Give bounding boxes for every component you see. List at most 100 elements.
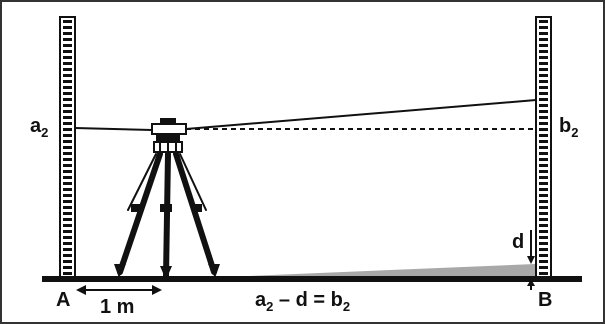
staff-tick — [539, 188, 548, 191]
sight-line-a — [74, 127, 153, 131]
staff-tick — [539, 212, 548, 215]
staff-tick — [63, 170, 72, 173]
staff-tick — [63, 206, 72, 209]
staff-tick — [63, 50, 72, 53]
staff-tick — [539, 122, 548, 125]
staff-tick — [63, 248, 72, 251]
staff-tick — [63, 134, 72, 137]
staff-tick — [63, 80, 72, 83]
staff-tick — [63, 152, 72, 155]
level-instrument — [151, 118, 187, 153]
staff-tick — [63, 26, 72, 29]
staff-tick — [539, 62, 548, 65]
staff-tick — [63, 122, 72, 125]
staff-tick — [63, 176, 72, 179]
staff-tick — [63, 200, 72, 203]
staff-tick — [63, 74, 72, 77]
staff-tick — [539, 104, 548, 107]
staff-tick — [539, 68, 548, 71]
staff-tick — [63, 62, 72, 65]
staff-tick — [539, 20, 548, 23]
sight-line-b-tilted — [185, 99, 537, 130]
label-one-meter: 1 m — [100, 296, 134, 318]
staff-tick — [539, 218, 548, 221]
staff-tick — [539, 110, 548, 113]
ground-slope-wedge — [200, 264, 535, 278]
staff-tick — [63, 224, 72, 227]
staff-tick — [539, 254, 548, 257]
staff-tick — [63, 140, 72, 143]
staff-tick — [539, 164, 548, 167]
staff-tick — [539, 224, 548, 227]
staff-tick — [63, 32, 72, 35]
staff-tick — [539, 158, 548, 161]
staff-tick — [539, 26, 548, 29]
staff-b — [535, 16, 552, 278]
staff-tick — [539, 236, 548, 239]
tripod — [114, 151, 220, 280]
staff-tick — [63, 164, 72, 167]
staff-tick — [539, 86, 548, 89]
staff-tick — [63, 212, 72, 215]
d-marker — [527, 230, 535, 290]
staff-tick — [539, 146, 548, 149]
staff-a — [59, 16, 76, 278]
staff-tick — [539, 134, 548, 137]
staff-tick — [539, 38, 548, 41]
staff-tick — [63, 242, 72, 245]
staff-tick — [539, 56, 548, 59]
staff-tick — [63, 86, 72, 89]
staff-tick — [63, 188, 72, 191]
staff-tick — [539, 128, 548, 131]
staff-tick — [63, 158, 72, 161]
staff-tick — [63, 92, 72, 95]
staff-tick — [63, 56, 72, 59]
staff-tick — [539, 170, 548, 173]
staff-tick — [539, 194, 548, 197]
staff-tick — [63, 218, 72, 221]
staff-tick — [63, 230, 72, 233]
staff-tick — [539, 272, 548, 275]
staff-tick — [539, 92, 548, 95]
staff-tick — [63, 98, 72, 101]
staff-tick — [63, 110, 72, 113]
staff-tick — [539, 74, 548, 77]
staff-tick — [63, 236, 72, 239]
staff-tick — [63, 272, 72, 275]
staff-tick — [539, 140, 548, 143]
staff-tick — [63, 266, 72, 269]
staff-tick — [539, 152, 548, 155]
staff-tick — [63, 128, 72, 131]
staff-tick — [539, 80, 548, 83]
label-a2: a2 — [30, 115, 48, 140]
staff-tick — [63, 260, 72, 263]
staff-tick — [539, 98, 548, 101]
staff-tick — [539, 116, 548, 119]
staff-tick — [63, 194, 72, 197]
staff-tick — [63, 44, 72, 47]
staff-tick — [539, 266, 548, 269]
staff-tick — [539, 182, 548, 185]
staff-tick — [539, 44, 548, 47]
staff-tick — [539, 206, 548, 209]
equation-label: a2 – d = b2 — [255, 289, 350, 314]
staff-tick — [63, 116, 72, 119]
staff-tick — [63, 38, 72, 41]
staff-tick — [539, 242, 548, 245]
staff-tick — [63, 146, 72, 149]
staff-tick — [63, 20, 72, 23]
staff-tick — [63, 182, 72, 185]
staff-tick — [539, 248, 548, 251]
label-point-a: A — [56, 289, 70, 311]
staff-tick — [539, 32, 548, 35]
staff-tick — [539, 230, 548, 233]
label-b2: b2 — [559, 115, 578, 140]
one-meter-arrow — [76, 285, 162, 295]
staff-tick — [539, 200, 548, 203]
staff-tick — [63, 68, 72, 71]
ground-line — [42, 276, 582, 282]
label-point-b: B — [538, 289, 552, 311]
staff-tick — [539, 260, 548, 263]
